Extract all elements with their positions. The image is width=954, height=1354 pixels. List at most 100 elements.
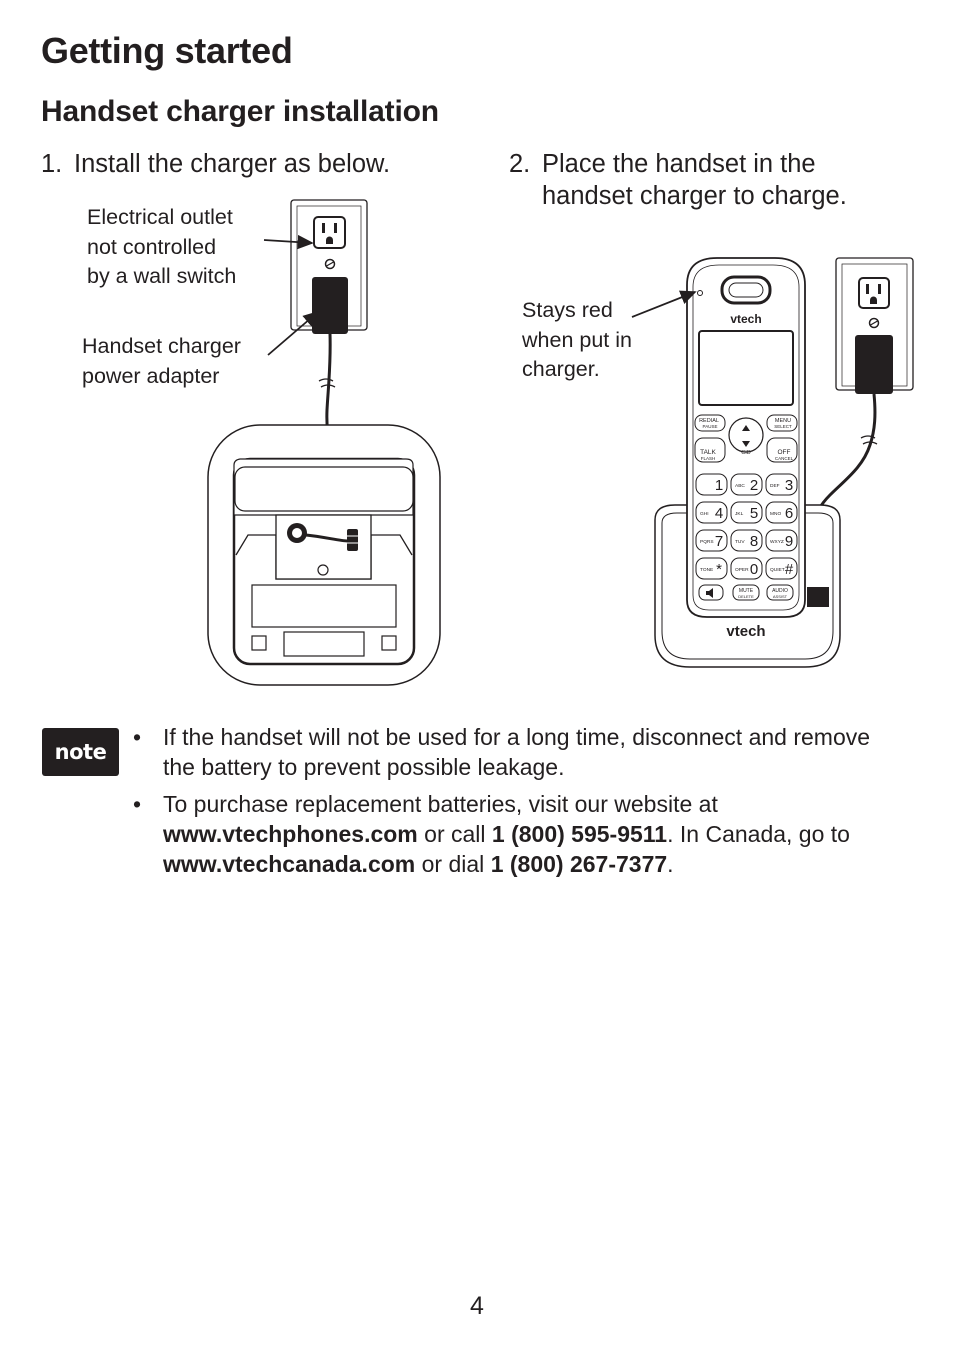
step-text-line-1: Place the handset in the	[542, 150, 816, 178]
keypad-key-letters: DEF	[770, 483, 780, 489]
power-adapter	[312, 277, 348, 334]
nav-key	[728, 417, 764, 453]
step-number: 2.	[509, 150, 531, 178]
keypad-key-digit: 6	[785, 505, 793, 522]
step-text: Install the charger as below.	[74, 150, 391, 178]
cradle-brand: vtech	[726, 623, 765, 640]
cid-label: CID	[741, 450, 751, 456]
section-title: Handset charger installation	[41, 95, 439, 128]
keypad-key-letters: OPER	[735, 567, 749, 573]
keypad-key-digit: 3	[785, 477, 793, 494]
callout-line: Electrical outlet	[87, 205, 233, 229]
keypad-key	[730, 473, 763, 496]
bullet: •	[133, 791, 142, 817]
pause-label: PAUSE	[703, 424, 718, 429]
power-cord-2	[813, 393, 877, 524]
step-1: 1. Install the charger as below.	[41, 148, 461, 182]
talk-label: TALK	[700, 449, 716, 456]
menu-label: MENU	[775, 418, 791, 424]
callout-led: Stays red when put in charger.	[522, 296, 632, 385]
callout-line: Handset charger	[82, 334, 241, 358]
callout-line: not controlled	[87, 234, 217, 259]
keypad-key	[695, 501, 728, 524]
adapter-arrow	[267, 310, 320, 356]
step-text-line-2: handset charger to charge.	[542, 182, 847, 210]
charger-base	[207, 424, 441, 686]
keypad-key	[765, 501, 798, 524]
keypad-key-letters: ABC	[735, 483, 745, 489]
callout-line: by a wall switch	[87, 264, 237, 288]
select-label: SELECT	[774, 424, 792, 429]
step-2: 2. Place the handset in the handset char…	[509, 148, 929, 214]
keypad-key-digit: 8	[750, 533, 758, 550]
delete-label: DELETE	[738, 594, 754, 599]
speaker-icon	[706, 588, 713, 598]
keypad-key-digit: 1	[715, 477, 723, 494]
keypad-key	[730, 501, 763, 524]
keypad-key	[695, 473, 728, 496]
handset: vtech REDIAL PAUSE MENU SELECT CID TALK …	[686, 257, 806, 618]
keypad-key-digit: *	[716, 561, 722, 578]
website-link[interactable]: www.vtechcanada.com	[163, 851, 416, 877]
cancel-label: CANCEL	[775, 456, 794, 461]
note-badge: note	[42, 728, 119, 776]
note-list: • If the handset will not be used for a …	[133, 722, 893, 886]
keypad-key-digit: 0	[750, 561, 758, 578]
keypad-key-digit: 5	[750, 505, 758, 522]
keypad-key-letters: TUV	[735, 539, 745, 545]
page-title: Getting started	[41, 30, 293, 71]
note-item: • To purchase replacement batteries, vis…	[133, 789, 893, 879]
off-label: OFF	[778, 449, 791, 456]
charger-illustration	[207, 199, 441, 686]
phone-number: 1 (800) 595-9511	[491, 821, 668, 847]
keypad-key-digit: 2	[750, 477, 758, 494]
keypad-key	[695, 529, 728, 552]
flash-label: FLASH	[701, 456, 716, 461]
handset-brand: vtech	[730, 312, 761, 326]
keypad-key-digit: #	[785, 561, 794, 578]
led-arrow	[631, 290, 697, 318]
note-text: To purchase replacement batteries, visit…	[163, 791, 718, 817]
keypad-key	[695, 557, 728, 580]
handset-illustration: vtech vtech REDIAL PAUSE MENU SELECT CID…	[631, 257, 914, 668]
callout-line: when put in	[522, 327, 632, 352]
note-item-text: If the handset will not be used for a lo…	[163, 724, 871, 780]
keypad-key-letters: WXYZ	[770, 539, 784, 545]
keypad-key-digit: 4	[715, 505, 723, 522]
keypad-key-letters: TONE	[700, 567, 713, 573]
charge-led-icon	[697, 290, 703, 296]
keypad-key	[765, 473, 798, 496]
keypad-key	[765, 529, 798, 552]
callout-line: power adapter	[82, 363, 220, 388]
keypad-key-letters: MNO	[770, 511, 781, 517]
note-text: .	[667, 851, 674, 877]
keypad-key-digit: 9	[785, 533, 793, 550]
keypad-key	[765, 557, 798, 580]
note-text: or call	[417, 821, 492, 847]
bullet: •	[133, 724, 142, 750]
note-text: or dial	[415, 851, 491, 877]
note-text: . In Canada, go to	[667, 821, 850, 847]
keypad-key-letters: QUIET	[770, 567, 785, 573]
assist-label: ASSIST	[773, 594, 788, 599]
mute-label: MUTE	[739, 588, 754, 594]
keypad-key	[730, 557, 763, 580]
outlet-arrow	[263, 234, 314, 250]
keypad-key-letters: GHI	[700, 511, 709, 517]
energy-star-icon	[807, 587, 829, 607]
note-item: • If the handset will not be used for a …	[133, 722, 893, 782]
page-number: 4	[470, 1292, 484, 1320]
phone-number: 1 (800) 267-7377	[490, 851, 668, 877]
audio-label: AUDIO	[772, 588, 788, 594]
website-link[interactable]: www.vtechphones.com	[163, 821, 418, 847]
keypad-key	[730, 529, 763, 552]
keypad-key-letters: PQRS	[700, 539, 714, 545]
callout-adapter: Handset charger power adapter	[82, 332, 241, 391]
callout-outlet: Electrical outlet not controlled by a wa…	[87, 203, 236, 292]
redial-label: REDIAL	[699, 418, 719, 424]
step-number: 1.	[41, 150, 63, 178]
callout-line: Stays red	[522, 298, 613, 322]
handset-screen	[698, 330, 794, 406]
callout-line: charger.	[522, 357, 600, 381]
